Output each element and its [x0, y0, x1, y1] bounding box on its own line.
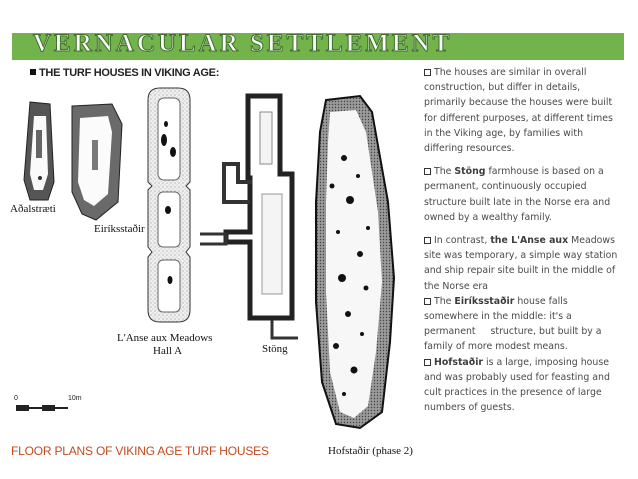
- paragraph-3: In contrast, the L'Anse aux Meadows site…: [424, 233, 624, 294]
- label-lanse-sub: Hall A: [153, 345, 182, 357]
- paragraph-4: The Eiríksstaðir house falls somewhere i…: [424, 294, 624, 355]
- slide-title: VERNACULAR SETTLEMENT: [32, 30, 453, 58]
- plan-eiriksstadir: Eiríksstaðir: [71, 103, 145, 235]
- lanse-highlight: the L'Anse aux: [490, 235, 569, 247]
- plan-lanse-aux-meadows: L'Anse aux Meadows Hall A: [117, 87, 212, 357]
- paragraph-5-post: is a large, imposing house and was proba…: [424, 356, 610, 414]
- checkbox-bullet-icon: [424, 168, 431, 176]
- paragraph-3-pre: In contrast,: [434, 235, 491, 247]
- paragraph-2-post: farmhouse is based on a permanent, conti…: [424, 166, 611, 223]
- checkbox-bullet-icon: [424, 297, 431, 305]
- paragraph-1-text: The houses are similar in overall constr…: [424, 67, 613, 155]
- checkbox-bullet-icon: [424, 237, 431, 245]
- checkbox-bullet-icon: [424, 69, 431, 76]
- scale-start: 0: [14, 395, 18, 402]
- paragraph-1: The houses are similar in overall constr…: [424, 65, 624, 156]
- paragraph-2: The Stöng farmhouse is based on a perman…: [424, 164, 624, 225]
- subtitle: THE TURF HOUSES IN VIKING AGE:: [30, 67, 219, 79]
- paragraph-2-pre: The: [434, 166, 455, 178]
- title-bar: [12, 33, 624, 60]
- square-bullet-icon: [30, 69, 36, 75]
- scale-bar: 0 10m: [14, 395, 82, 411]
- eiriksstadir-highlight: Eiríksstaðir: [454, 295, 515, 307]
- subtitle-colon: :: [215, 67, 220, 79]
- floor-plans-figure: Aðalstræti Eiríksstaðir L'Anse aux Meado…: [10, 87, 413, 457]
- paragraph-4-post: house falls somewhere in the middle: it'…: [424, 295, 605, 353]
- paragraph-4-pre: The: [434, 295, 455, 307]
- label-adalstraeti: Aðalstræti: [10, 203, 56, 215]
- figure-caption: FLOOR PLANS OF VIKING AGE TURF HOUSES: [11, 444, 269, 458]
- paragraph-5: Hofstaðir is a large, imposing house and…: [424, 355, 624, 416]
- label-eiriksstadir: Eiríksstaðir: [94, 223, 145, 235]
- label-stong: Stöng: [262, 343, 288, 355]
- scale-end: 10m: [68, 395, 82, 402]
- checkbox-bullet-icon: [424, 358, 431, 366]
- subtitle-text: THE TURF HOUSES IN VIKING AGE: [39, 67, 216, 79]
- label-lanse: L'Anse aux Meadows: [117, 332, 212, 344]
- text-column: The houses are similar in overall constr…: [424, 65, 624, 415]
- paragraph-3-post: Meadows site was temporary, a simple way…: [424, 235, 618, 292]
- plan-hofstadir: Hofstaðir (phase 2): [315, 94, 413, 457]
- plan-stong: Stöng: [200, 93, 298, 355]
- label-hofstadir: Hofstaðir (phase 2): [328, 445, 413, 457]
- hofstadir-highlight: Hofstaðir: [434, 356, 484, 368]
- plan-adalstraeti: Aðalstræti: [10, 101, 56, 215]
- stong-highlight: Stöng: [454, 166, 486, 178]
